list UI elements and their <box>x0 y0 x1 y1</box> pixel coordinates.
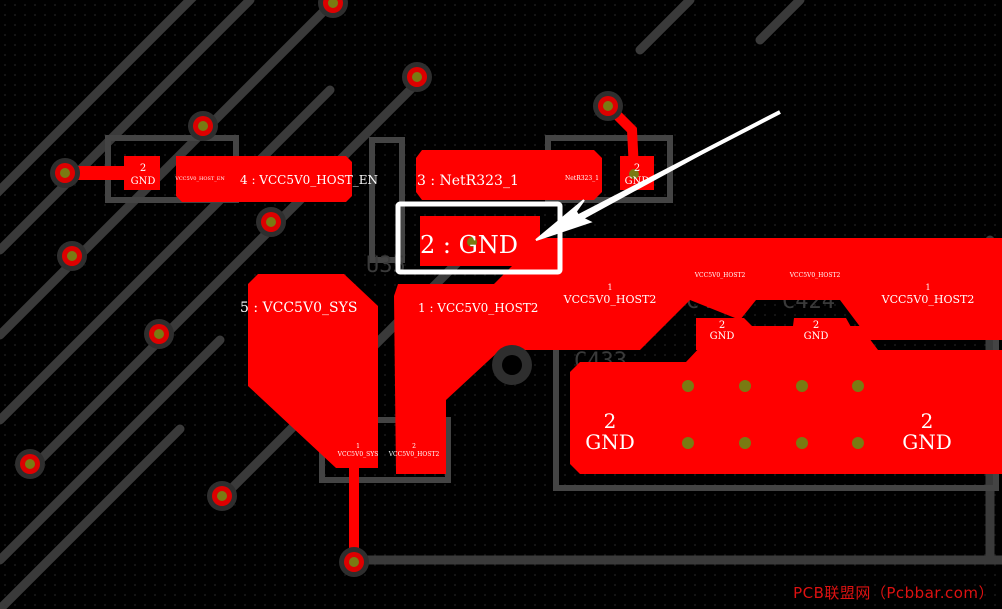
via <box>339 547 369 577</box>
via <box>50 158 80 188</box>
gnd-stitching-vias <box>467 169 864 449</box>
label-pin5: 5 : VCC5V0_SYS <box>240 300 357 316</box>
label-c423-num: 2 <box>719 320 725 331</box>
label-big-left-net: GND <box>585 430 635 454</box>
via <box>256 207 286 237</box>
label-small-left-net: GND <box>131 176 156 187</box>
label-bottom-host-num: 2 <box>412 443 416 450</box>
label-small-right-num: 2 <box>634 163 640 174</box>
label-host2-tiny-2: VCC5V0_HOST2 <box>789 272 841 279</box>
label-c424-num: 2 <box>813 320 819 331</box>
label-pin2-gnd: 2 : GND <box>420 231 518 259</box>
pad-gnd-pin2 <box>420 216 540 266</box>
vias <box>15 0 623 577</box>
label-big-right-num: 2 <box>921 409 934 433</box>
via <box>15 449 45 479</box>
label-bottom-host-net: VCC5V0_HOST2 <box>388 451 440 458</box>
pad-vcc5v0-sys <box>248 274 378 468</box>
via <box>318 0 348 18</box>
pad-netr323-1 <box>416 150 602 200</box>
pad-gnd-large <box>570 326 1002 474</box>
label-host2-left-num: 1 <box>607 283 612 292</box>
label-big-left-num: 2 <box>604 409 617 433</box>
label-pin4: 4 : VCC5V0_HOST_EN <box>240 173 378 187</box>
label-host2-left-net: VCC5V0_HOST2 <box>563 293 657 306</box>
label-bottom-sys-num: 1 <box>356 443 360 450</box>
pointer-arrow-icon <box>535 110 781 241</box>
highlight-box <box>395 201 563 275</box>
via <box>188 111 218 141</box>
copper-pads <box>124 150 1002 474</box>
label-c424-net: GND <box>804 331 829 342</box>
label-tiny-right: NetR323_1 <box>565 175 599 182</box>
label-pin1: 1 : VCC5V0_HOST2 <box>418 301 538 315</box>
via <box>593 91 623 121</box>
via <box>402 62 432 92</box>
label-host2-tiny-1: VCC5V0_HOST2 <box>694 272 746 279</box>
label-bottom-sys-net: VCC5V0_SYS <box>337 451 379 458</box>
pad-vcc5v0-host-en <box>176 156 352 202</box>
via-mounting-hole <box>492 345 532 385</box>
pad-small-gnd-left <box>124 156 160 190</box>
watermark-text: PCB联盟网（Pcbbar.com） <box>793 584 994 602</box>
label-small-left-num: 2 <box>140 163 146 174</box>
label-host2-right-net: VCC5V0_HOST2 <box>881 293 975 306</box>
via <box>207 481 237 511</box>
pad-vcc5v0-host2 <box>394 238 1002 474</box>
label-tiny-left: VCC5V0_HOST_EN <box>174 176 225 182</box>
label-small-right-net: GND <box>625 176 650 187</box>
via <box>57 241 87 271</box>
via <box>144 319 174 349</box>
label-c423-net: GND <box>710 331 735 342</box>
label-host2-right-num: 1 <box>925 283 930 292</box>
label-pin3: 3 : NetR323_1 <box>417 173 519 189</box>
label-big-right-net: GND <box>902 430 952 454</box>
